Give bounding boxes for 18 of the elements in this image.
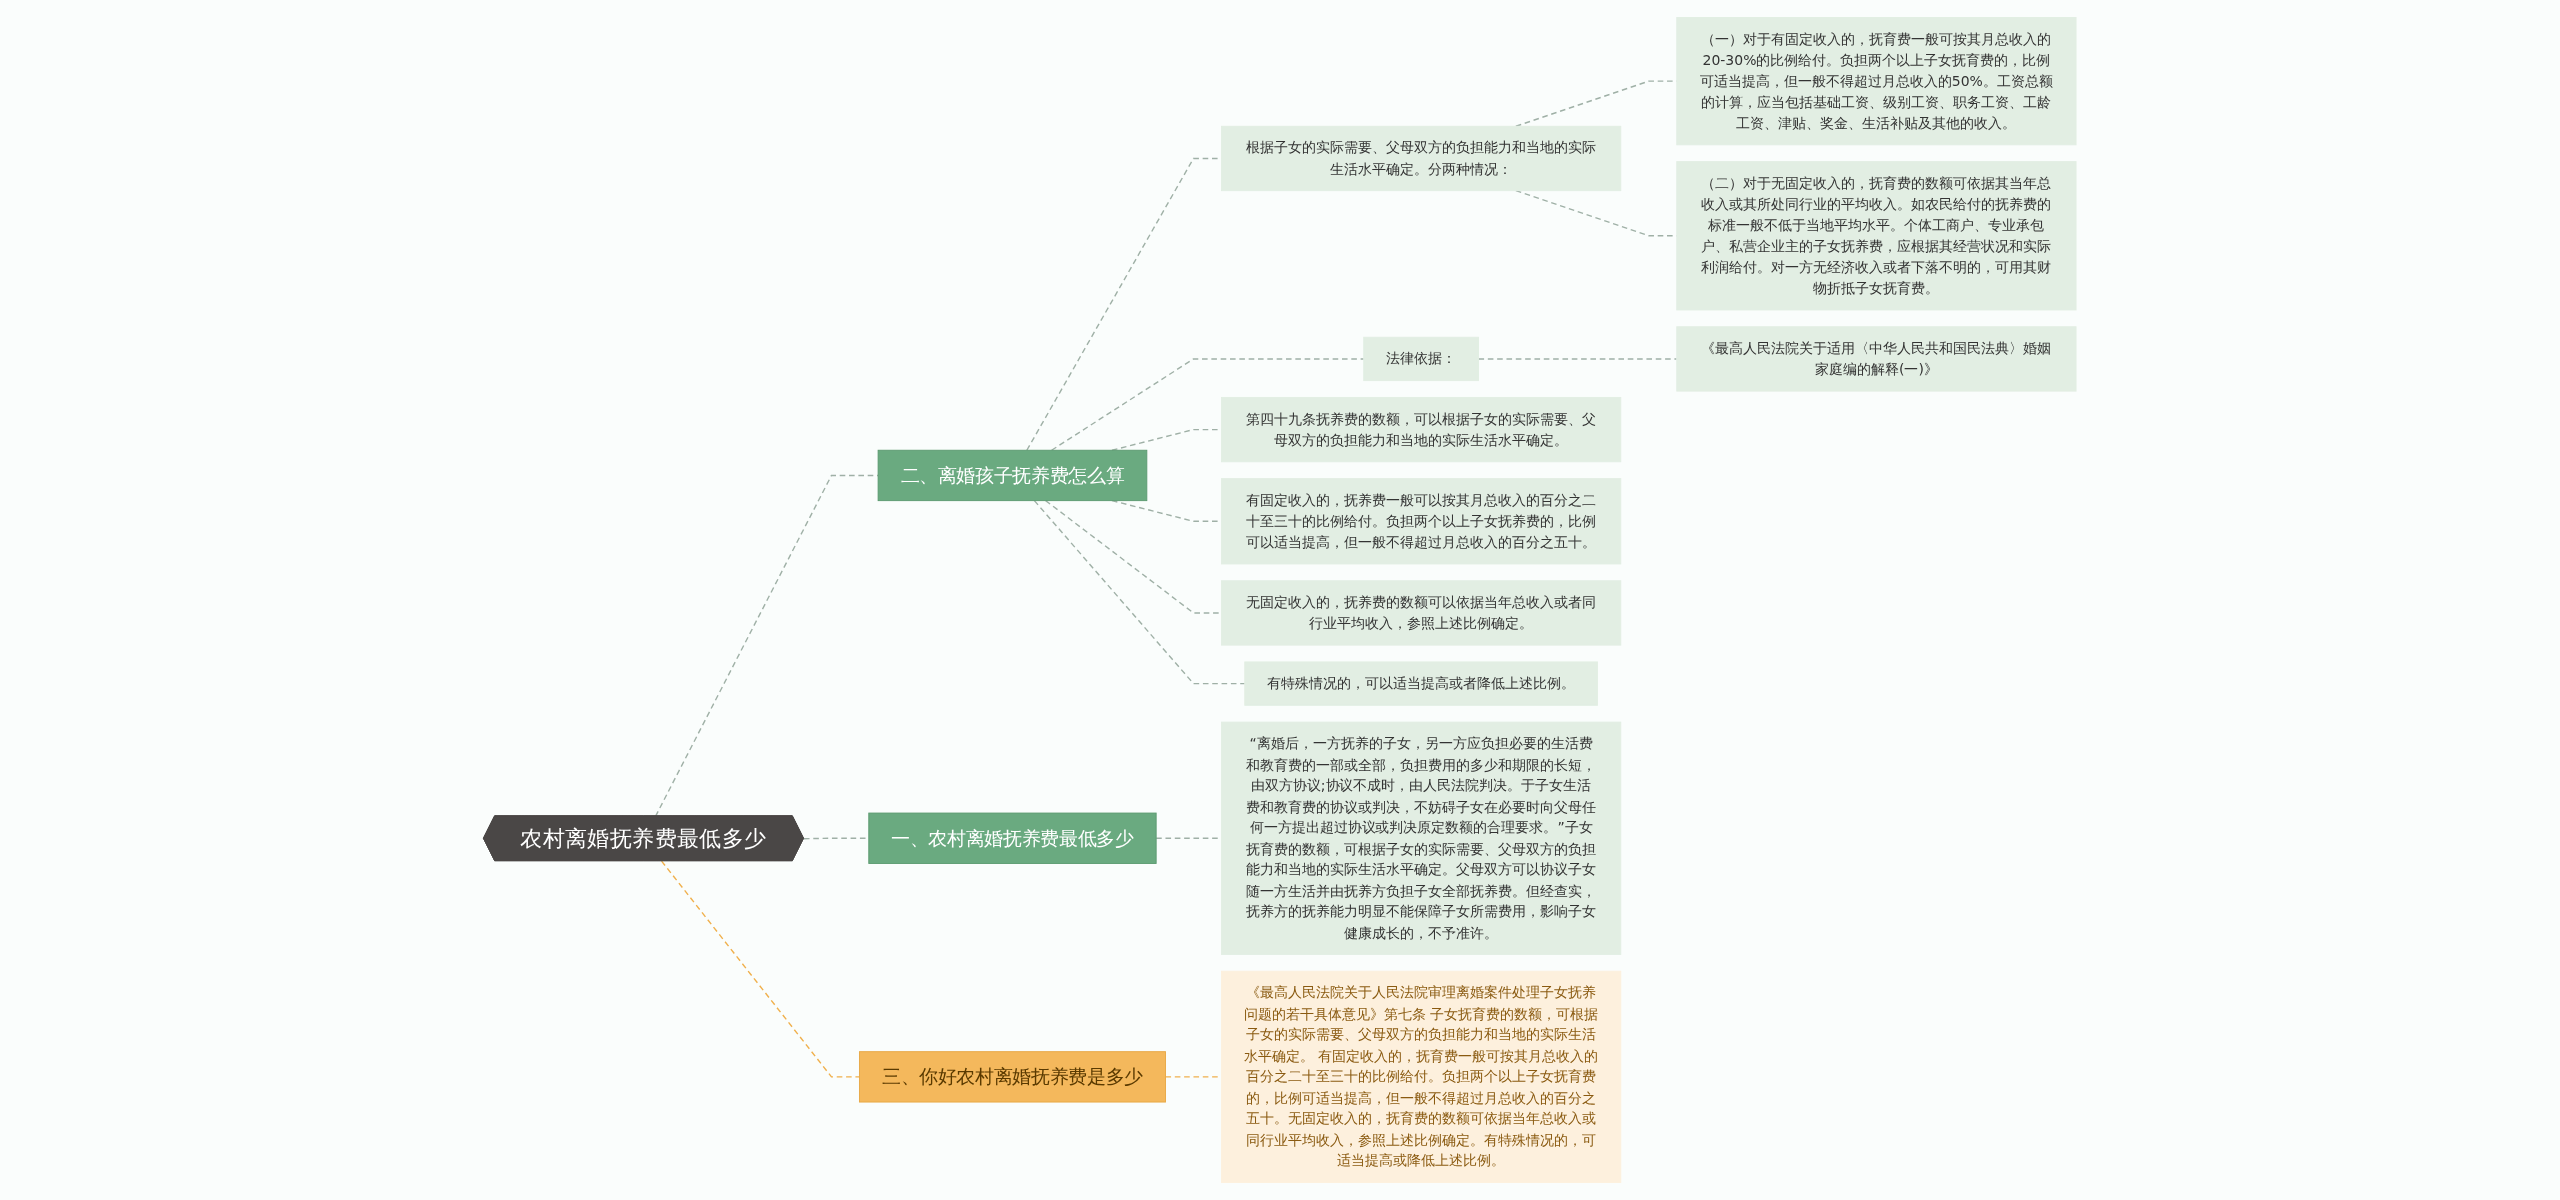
node-box: （一）对于有固定收入的，抚育费一般可按其月总收入的20-30%的比例给付。负担两个以上子女抚育费的，比例可适当提高，但一般不得超过月总收入的50%。工资总额的计算，应当包括基础工资、级别工资、职务工资、工龄工资、津贴、奖金、生活补贴及其他的收入。 — [1676, 17, 2077, 146]
node-box: 《最高人民法院关于人民法院审理离婚案件处理子女抚养问题的若干具体意见》第七条 子女抚育费的数额，可根据子女的实际需要、父母双方的负担能力和当地的实际生活水平确定。 有固定收入的，抚育费一般可按其月总收入的百分之二十至三十的比例给付。负担两个以上子女抚育费的，比例可适当提高，但一般不得超过月总收入的百分之五十。无固定收入的，抚育费的数额可依据当年总收入或同行业平均收入，参照上述比例确定。有特殊情况的，可适当提高或降低上述比例。 — [1221, 970, 1622, 1183]
node-box: “离婚后，一方抚养的子女，另一方应负担必要的生活费和教育费的一部或全部，负担费用的多少和期限的长短，由双方协议;协议不成时，由人民法院判决。于子女生活费和教育费的协议或判决，不妨碍子女在必要时向父母任何一方提出超过协议或判决原定数额的合理要求。”子女抚育费的数额，可根据子女的实际需要、父母双方的负担能力和当地的实际生活水平确定。父母双方可以协议子女随一方生活并由抚养方负担子女全部抚养费。但经查实，抚养方的抚养能力明显不能保障子女所需费用，影响子女健康成长的，不予准许。 — [1221, 721, 1622, 955]
connector — [661, 860, 861, 1078]
node-box: 二、离婚孩子抚养费怎么算 — [877, 449, 1148, 502]
node-box: 根据子女的实际需要、父母双方的负担能力和当地的实际生活水平确定。分两种情况： — [1221, 125, 1622, 192]
node-box: 法律依据： — [1363, 336, 1480, 382]
node-box: 第四十九条抚养费的数额，可以根据子女的实际需要、父母双方的负担能力和当地的实际生活水平确定。 — [1221, 396, 1622, 463]
connector — [1051, 358, 1365, 451]
node-box: 有特殊情况的，可以适当提高或者降低上述比例。 — [1244, 661, 1599, 706]
node-box: 三、你好农村离婚抚养费是多少 — [859, 1051, 1167, 1103]
node-box: 有固定收入的，抚养费一般可以按其月总收入的百分之二十至三十的比例给付。负担两个以上子女抚养费的，比例可以适当提高，但一般不得超过月总收入的百分之五十。 — [1221, 478, 1622, 565]
connector — [1033, 499, 1246, 685]
node-box: 无固定收入的，抚养费的数额可以依据当年总收入或者同行业平均收入，参照上述比例确定。 — [1221, 580, 1622, 646]
connector — [1478, 358, 1678, 360]
node-box: 一、农村离婚抚养费最低多少 — [868, 812, 1157, 864]
node-box: （二）对于无固定收入的，抚育费的数额可依据其当年总收入或其所处同行业的平均收入。如农民给付的抚养费的标准一般不低于当地平均水平。个体工商户、专业承包户、私营企业主的子女抚养费，应根据其经营状况和实际利润给付。对一方无经济收入或者下落不明的，可用其财物折抵子女抚育费。 — [1676, 161, 2077, 311]
node-box: 《最高人民法院关于适用〈中华人民共和国民法典〉婚姻家庭编的解释(一)》 — [1676, 326, 2077, 392]
